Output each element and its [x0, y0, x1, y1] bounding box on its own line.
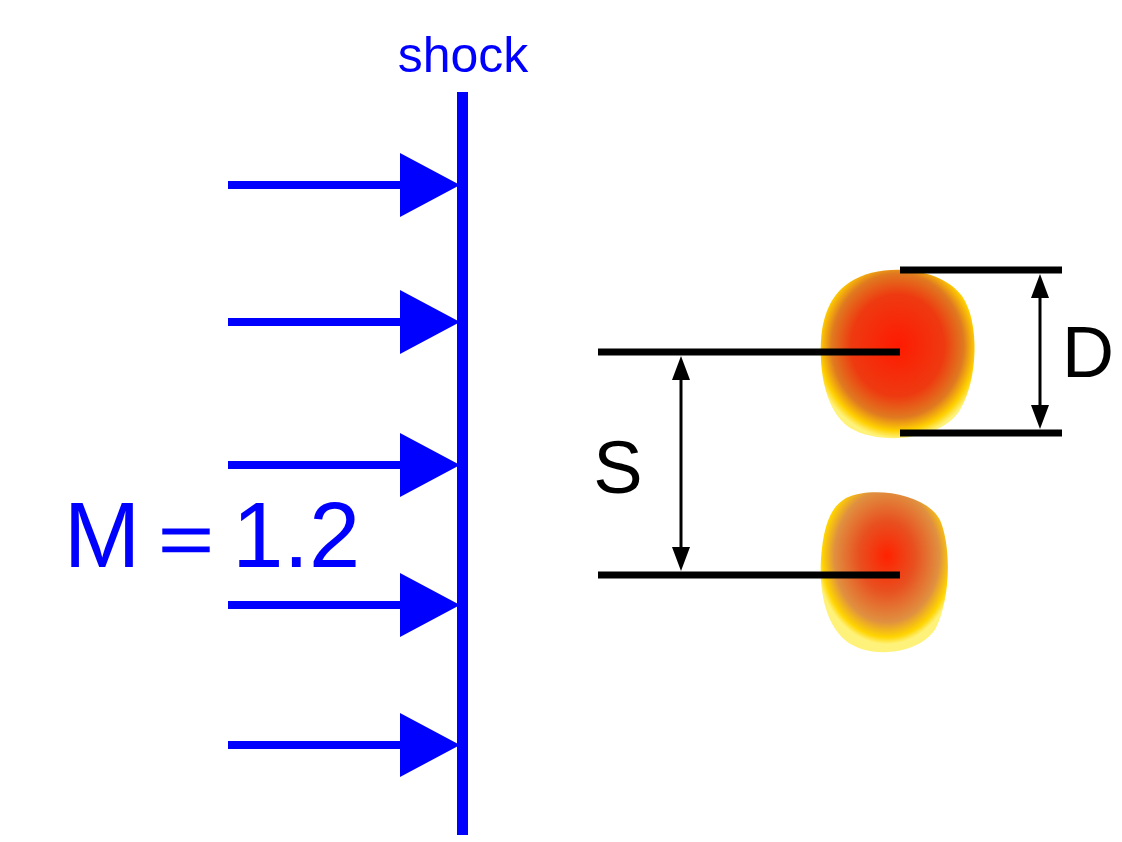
diameter-label: D	[1060, 316, 1116, 388]
extension-line	[598, 349, 900, 356]
arrowhead	[400, 290, 460, 354]
mach-number: M＝1.2	[62, 489, 363, 581]
arrowhead	[672, 356, 690, 380]
arrowhead	[400, 433, 460, 497]
flow-arrow	[228, 461, 410, 469]
arrowhead	[400, 153, 460, 217]
diameter-dimension	[900, 270, 1062, 433]
extension-line	[900, 267, 1062, 274]
flow-arrow	[228, 741, 410, 749]
dimension-line	[680, 370, 683, 557]
arrowhead	[1031, 405, 1049, 429]
arrowhead	[672, 547, 690, 571]
shock-line	[457, 92, 468, 835]
flow-arrow	[228, 318, 410, 326]
shock-label: shock	[396, 30, 531, 80]
extension-line	[598, 572, 900, 579]
flow-arrows	[228, 153, 460, 777]
flow-arrow	[228, 181, 410, 189]
arrowhead	[400, 573, 460, 637]
dimension-line	[1039, 288, 1042, 415]
arrowhead	[400, 713, 460, 777]
arrowhead	[1031, 274, 1049, 298]
flow-arrow	[228, 601, 410, 609]
extension-line	[900, 430, 1062, 437]
spacing-label: S	[591, 431, 644, 505]
